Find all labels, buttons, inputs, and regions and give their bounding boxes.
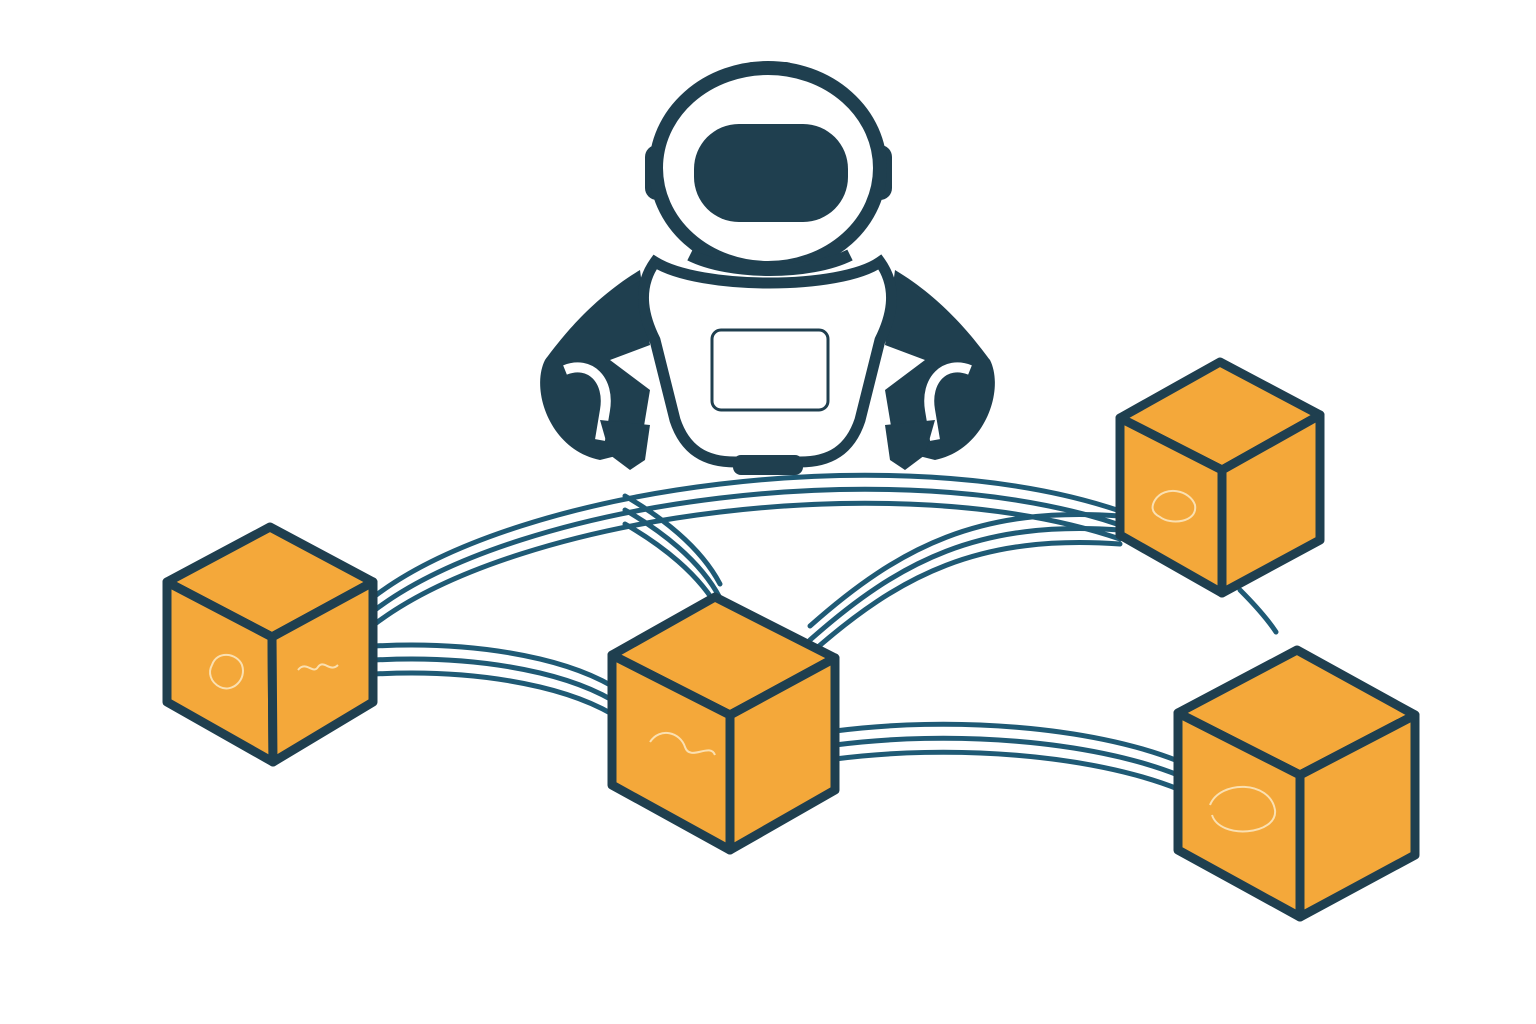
connector-line [372,486,1123,613]
connector-line [807,525,1123,643]
network-connectors [372,472,1279,792]
robot-arm-left [540,270,650,460]
cube-group [162,357,1420,922]
cube-center [607,592,840,855]
connector-line [832,735,1181,778]
robot-arm-right [885,270,995,460]
connector-line [807,539,1123,657]
robot-arm-left-highlight [563,362,611,441]
cube-bottom-right [1173,645,1420,922]
connector-line [372,472,1123,599]
connector-line [372,642,615,689]
robot-hand-right [885,420,935,470]
cube-left [162,522,378,767]
connector-line [622,493,723,587]
robot-visor [694,124,848,222]
robot-hand-left [600,420,650,470]
cube-right-face [1217,410,1325,598]
cube-doodle-icon [209,653,244,690]
connector-line [372,500,1123,627]
connector-line [372,670,615,717]
cube-doodle-icon [1151,490,1197,523]
connector-line [832,721,1181,764]
connector-line [832,749,1181,792]
connector-line [622,507,723,601]
robot-neck [687,249,853,276]
cube-doodle-icon [649,732,716,756]
cube-right-face [267,577,378,767]
cube-doodle-icon [297,663,339,671]
cube-top-right [1115,357,1325,598]
connector-line [1237,587,1279,635]
connector-line [372,656,615,703]
robot-base [733,455,803,475]
robot-arm-right-highlight [924,362,972,441]
connector-line [807,511,1123,629]
robot-illustration [540,61,995,475]
cube-doodle-icon [1209,785,1277,833]
cube-right-face [1295,710,1420,922]
robot-chest-panel [710,328,830,412]
cube-right-face [725,653,840,855]
